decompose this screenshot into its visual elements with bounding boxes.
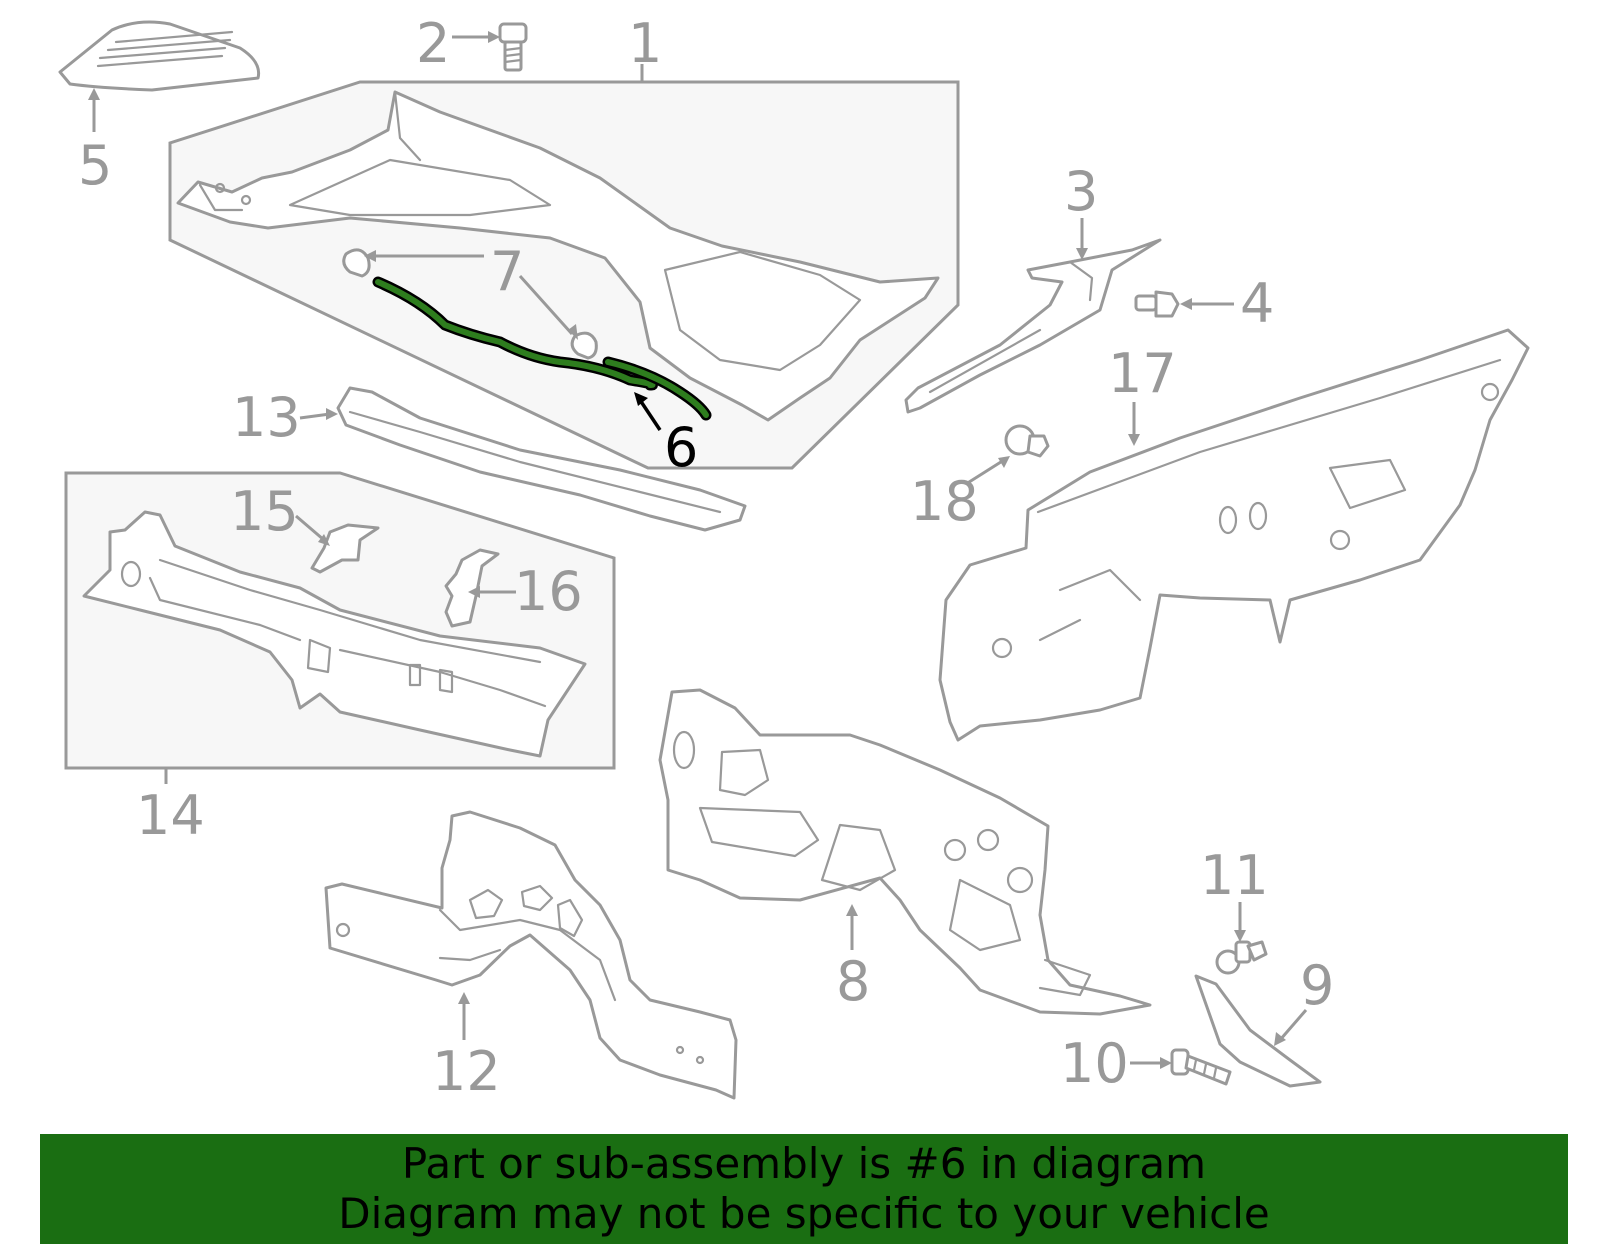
callout-7: 7 <box>490 240 524 303</box>
part-18-clip[interactable] <box>1004 424 1050 458</box>
part-7-clip-left[interactable] <box>342 248 371 278</box>
part-15-bracket[interactable] <box>310 523 380 574</box>
part-2-bolt[interactable] <box>498 22 528 72</box>
callout-4: 4 <box>1240 272 1274 335</box>
callout-6: 6 <box>664 416 698 479</box>
part-10-bolt[interactable] <box>1170 1048 1232 1086</box>
part-1-upper-cowl-panel[interactable] <box>176 90 940 422</box>
callout-14: 14 <box>136 784 205 847</box>
callout-17: 17 <box>1108 342 1177 405</box>
part-7-clip-right[interactable] <box>570 331 598 360</box>
callout-5: 5 <box>78 134 112 197</box>
callout-2: 2 <box>416 12 450 75</box>
callout-1: 1 <box>628 12 662 75</box>
callout-8: 8 <box>836 950 870 1013</box>
callout-18: 18 <box>910 470 979 533</box>
banner-line-2: Diagram may not be specific to your vehi… <box>338 1189 1270 1238</box>
part-12-side-structure[interactable] <box>324 810 738 1100</box>
banner-line-1: Part or sub-assembly is #6 in diagram <box>401 1139 1207 1188</box>
part-9-brace[interactable] <box>1194 974 1322 1088</box>
info-banner: Part or sub-assembly is #6 in diagram Di… <box>40 1134 1568 1244</box>
callout-11: 11 <box>1200 844 1269 907</box>
callout-16: 16 <box>514 560 583 623</box>
callout-13: 13 <box>232 386 301 449</box>
part-16-bracket[interactable] <box>444 548 500 628</box>
callout-3: 3 <box>1064 160 1098 223</box>
part-13-cowl-bar[interactable] <box>336 386 747 532</box>
leader-lines <box>88 31 1308 1069</box>
part-6-cowl-seal-highlighted[interactable] <box>372 276 712 421</box>
callout-12: 12 <box>432 1040 501 1103</box>
part-4-bolt[interactable] <box>1134 290 1180 318</box>
callout-9: 9 <box>1300 954 1334 1017</box>
callout-labels: 1 2 3 4 5 6 7 8 9 10 11 12 13 14 15 16 1… <box>78 12 1334 1103</box>
part-5-vent-grille[interactable] <box>58 20 261 92</box>
callout-15: 15 <box>230 480 299 543</box>
callout-10: 10 <box>1060 1032 1129 1095</box>
part-17-dash-panel[interactable] <box>938 328 1530 742</box>
part-11-bolt[interactable] <box>1215 940 1268 975</box>
part-8-dash-panel-lower[interactable] <box>658 688 1152 1016</box>
part-3-bracket[interactable] <box>904 238 1162 414</box>
part-14-cowl-assembly[interactable] <box>82 510 587 758</box>
